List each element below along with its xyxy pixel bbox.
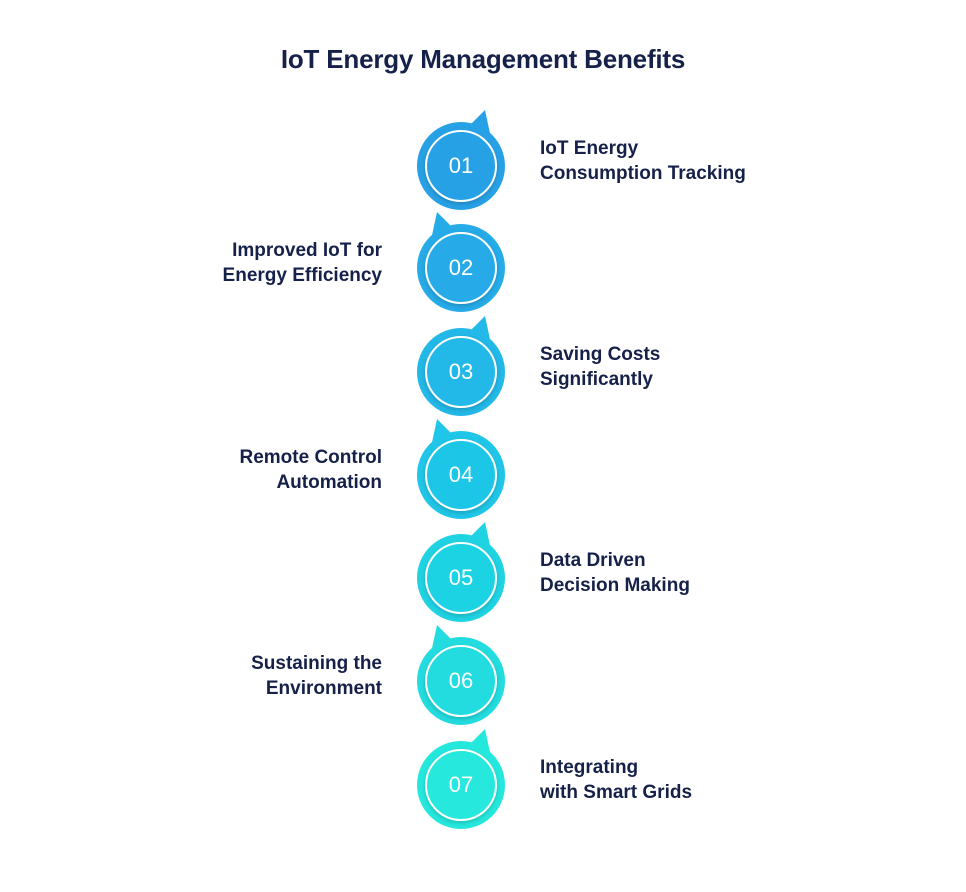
step-label-line1: Sustaining the bbox=[251, 653, 382, 674]
step-badge-07: 07 bbox=[411, 729, 511, 835]
badge-circle-icon bbox=[417, 522, 505, 622]
badge-circle-icon bbox=[417, 212, 505, 312]
page-title: IoT Energy Management Benefits bbox=[280, 44, 686, 74]
step-badge-01: 01 bbox=[411, 110, 511, 216]
step-badge-03: 03 bbox=[411, 316, 511, 422]
step-badge-02: 02 bbox=[411, 212, 511, 318]
step-label-line2: with Smart Grids bbox=[540, 782, 693, 803]
step-number: 03 bbox=[448, 359, 474, 384]
step-label-07: Integrating with Smart Grids bbox=[540, 755, 692, 805]
step-label-line1: IoT Energy bbox=[540, 138, 639, 159]
step-label-line1: Integrating bbox=[540, 757, 639, 778]
step-number: 06 bbox=[448, 668, 474, 693]
step-number: 02 bbox=[448, 255, 474, 280]
step-label-line1: Improved IoT for bbox=[232, 240, 382, 261]
step-badge-05: 05 bbox=[411, 522, 511, 628]
badge-circle-icon bbox=[417, 110, 505, 210]
step-label-line2: Decision Making bbox=[540, 575, 690, 596]
badge-circle-icon bbox=[417, 729, 505, 829]
step-number: 01 bbox=[448, 153, 474, 178]
step-badge-06: 06 bbox=[411, 625, 511, 731]
step-label-line2: Energy Efficiency bbox=[222, 265, 382, 286]
step-label-line2: Automation bbox=[276, 472, 382, 493]
step-label-line2: Significantly bbox=[540, 369, 653, 390]
badge-circle-icon bbox=[417, 419, 505, 519]
step-badge-04: 04 bbox=[411, 419, 511, 525]
step-label-line2: Environment bbox=[265, 678, 382, 699]
step-number: 05 bbox=[448, 565, 474, 590]
step-label-line1: Saving Costs bbox=[540, 344, 661, 365]
badge-circle-icon bbox=[417, 625, 505, 725]
step-number: 07 bbox=[448, 772, 474, 797]
step-label-line1: Data Driven bbox=[540, 550, 646, 571]
badge-circle-icon bbox=[417, 316, 505, 416]
step-label-line1: Remote Control bbox=[239, 447, 383, 468]
step-number: 04 bbox=[448, 462, 474, 487]
step-label-line2: Consumption Tracking bbox=[540, 163, 746, 184]
